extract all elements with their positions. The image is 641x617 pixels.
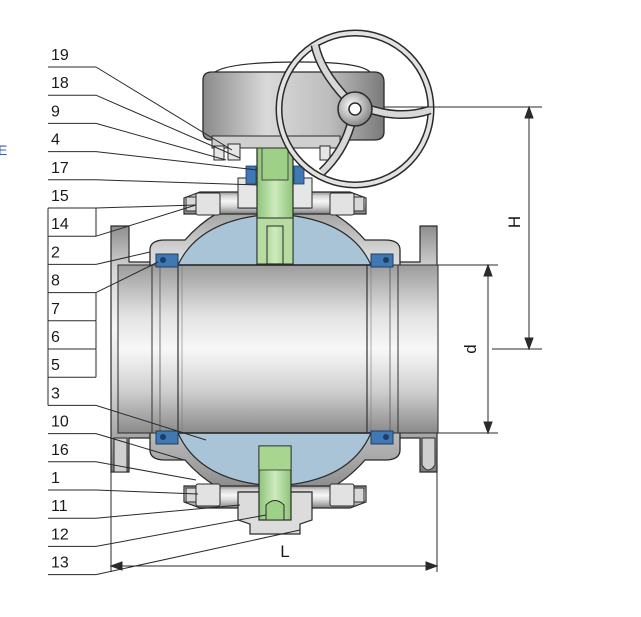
callout-label: 18 — [51, 75, 69, 92]
callout-label: 13 — [51, 555, 69, 572]
leader-line — [95, 404, 207, 441]
callout-label: 8 — [51, 273, 60, 290]
leader-line — [95, 514, 267, 547]
callout-label: 12 — [51, 526, 69, 543]
dimension-h-label: H — [505, 216, 524, 228]
leader-line — [95, 461, 197, 481]
leader-line — [95, 489, 199, 495]
leader-line — [95, 66, 233, 151]
lower-trunnion — [258, 445, 292, 521]
callout-label: 7 — [51, 301, 60, 318]
callout-label: 11 — [51, 498, 68, 515]
callout-label: 4 — [51, 132, 60, 149]
callout-label: 3 — [51, 385, 60, 402]
handwheel — [275, 29, 435, 189]
callout-label: 19 — [51, 47, 69, 64]
dimension-l-label: L — [280, 542, 289, 561]
leader-line — [95, 204, 197, 237]
callout-label: 15 — [51, 188, 69, 205]
callout-label: 16 — [51, 442, 69, 459]
callout-label: 1 — [51, 470, 60, 487]
callout-label: 6 — [51, 329, 60, 346]
leader-line — [95, 261, 159, 294]
callout-label: 14 — [51, 216, 69, 233]
callout-label: 9 — [51, 103, 60, 120]
callout-label: 5 — [51, 357, 60, 374]
seat-rings — [155, 253, 394, 445]
leader-line — [95, 151, 258, 171]
leader-line — [95, 122, 227, 161]
bore — [117, 264, 439, 434]
leader-line — [95, 433, 185, 461]
leader-line — [95, 529, 301, 576]
callout-label: 2 — [51, 244, 60, 261]
dimensions — [109, 105, 542, 572]
leader-line — [95, 204, 197, 209]
edge-mark: E — [0, 142, 7, 158]
callout-label: 10 — [51, 414, 69, 431]
callout-label: 17 — [51, 160, 69, 177]
dimension-d-label: d — [461, 344, 480, 353]
leader-line — [95, 179, 258, 186]
leader-line — [95, 94, 241, 159]
leader-line — [95, 504, 241, 519]
leader-line — [95, 251, 151, 265]
